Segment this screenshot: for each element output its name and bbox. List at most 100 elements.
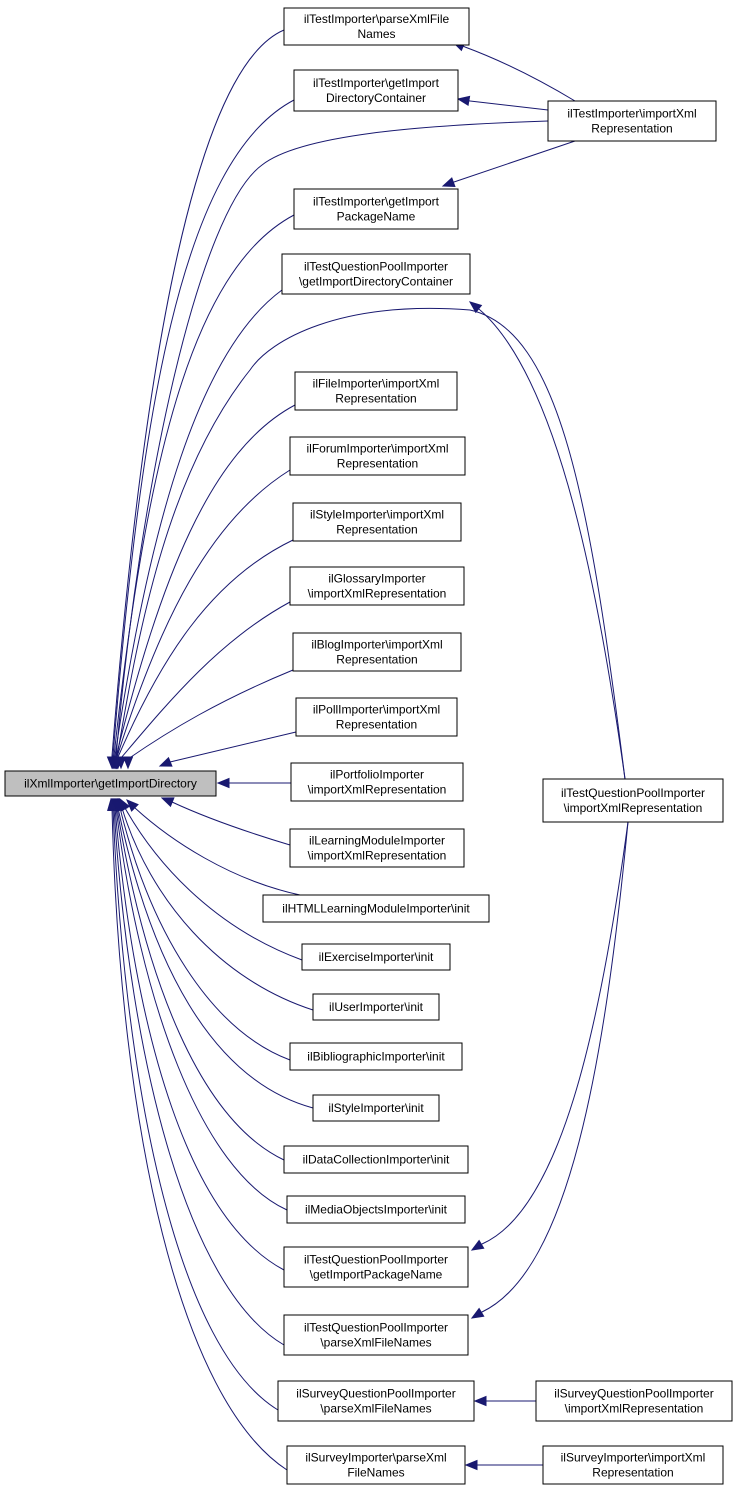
node-label-line: ilSurveyImporter\importXml <box>561 1451 706 1465</box>
node-box <box>535 1380 733 1422</box>
node-label-line: \parseXmlFileNames <box>320 1336 431 1350</box>
edge-blog_imp-to-root <box>122 669 294 770</box>
node-box <box>290 762 464 802</box>
edge-line <box>119 807 291 1061</box>
node-lm-imp[interactable]: ilLearningModuleImporter\importXmlRepres… <box>289 828 465 868</box>
node-label-line: Representation <box>591 122 672 136</box>
node-box <box>283 7 470 46</box>
edge-tqp_imp-to-tqp_getpkg <box>470 821 629 1251</box>
edge-line <box>112 99 295 757</box>
node-box <box>4 770 217 797</box>
node-label-line: \importXmlRepresentation <box>308 849 447 863</box>
edge-tqp_imp-to-root <box>111 307 626 780</box>
node-box <box>294 371 458 411</box>
node-label-line: ilTestQuestionPoolImporter <box>561 786 705 800</box>
edge-line <box>121 807 314 1011</box>
edge-file_imp-to-root <box>110 404 296 770</box>
node-ex-init[interactable]: ilExerciseImporter\init <box>301 943 451 971</box>
node-poll-imp[interactable]: ilPollImporter\importXmlRepresentation <box>295 697 458 737</box>
node-tqp-parse[interactable]: ilTestQuestionPoolImporter\parseXmlFileN… <box>283 1314 469 1356</box>
node-label-line: \parseXmlFileNames <box>320 1402 431 1416</box>
node-label-line: ilTestQuestionPoolImporter <box>304 1321 448 1335</box>
node-label-line: ilStyleImporter\importXml <box>310 508 444 522</box>
edge-bib_init-to-root <box>115 797 291 1061</box>
edge-sqp_parse-to-root <box>108 797 279 1411</box>
node-forum-imp[interactable]: ilForumImporter\importXmlRepresentation <box>289 436 466 476</box>
arrowhead <box>216 777 230 789</box>
edge-line <box>117 539 294 758</box>
node-box <box>542 1445 724 1485</box>
node-style-init[interactable]: ilStyleImporter\init <box>312 1094 440 1122</box>
edge-line <box>134 807 301 896</box>
edge-line <box>464 46 576 102</box>
node-label-line: Representation <box>592 1466 673 1480</box>
edge-mo_init-to-root <box>111 797 288 1211</box>
node-box <box>289 828 465 868</box>
node-getpkg-test[interactable]: ilTestImporter\getImportPackageName <box>293 188 459 230</box>
node-root[interactable]: ilXmlImporter\getImportDirectory <box>4 770 217 797</box>
node-label-line: ilTestImporter\parseXmlFile <box>304 12 450 26</box>
node-gloss-imp[interactable]: ilGlossaryImporter\importXmlRepresentati… <box>289 566 465 606</box>
edge-line <box>111 29 285 757</box>
arrowhead <box>456 95 471 107</box>
node-html-init[interactable]: ilHTMLLearningModuleImporter\init <box>262 894 490 923</box>
edge-line <box>115 404 296 758</box>
node-tqp-imp[interactable]: ilTestQuestionPoolImporter\importXmlRepr… <box>542 778 724 823</box>
node-label-line: ilPollImporter\importXml <box>313 703 440 717</box>
node-box <box>312 1094 440 1122</box>
edge-port_imp-to-root <box>216 777 291 789</box>
node-box <box>312 993 440 1021</box>
arrowhead <box>468 301 483 314</box>
edge-lm_imp-to-root <box>160 797 291 846</box>
node-box <box>289 436 466 476</box>
node-box <box>295 697 458 737</box>
edge-tqp_imp-to-tqp_getdir <box>468 301 626 780</box>
node-sqp-imp[interactable]: ilSurveyQuestionPoolImporter\importXmlRe… <box>535 1380 733 1422</box>
arrowhead <box>111 756 123 770</box>
node-label-line: ilMediaObjectsImporter\init <box>305 1203 448 1217</box>
node-blog-imp[interactable]: ilBlogImporter\importXmlRepresentation <box>292 632 462 672</box>
node-dc-init[interactable]: ilDataCollectionImporter\init <box>283 1145 469 1174</box>
node-user-init[interactable]: ilUserImporter\init <box>312 993 440 1021</box>
node-label-line: Representation <box>336 718 417 732</box>
node-label-line: ilTestQuestionPoolImporter <box>304 260 448 274</box>
node-style-imp[interactable]: ilStyleImporter\importXmlRepresentation <box>292 502 462 542</box>
node-parse-test[interactable]: ilTestImporter\parseXmlFileNames <box>283 7 470 46</box>
node-bib-init[interactable]: ilBibliographicImporter\init <box>289 1042 463 1071</box>
node-box <box>289 566 465 606</box>
node-box <box>289 1042 463 1071</box>
edge-line <box>469 100 549 111</box>
edge-line <box>481 821 629 1245</box>
edge-line <box>116 307 626 780</box>
node-box <box>286 1195 466 1224</box>
node-tqp-getpkg[interactable]: ilTestQuestionPoolImporter\getImportPack… <box>283 1246 469 1288</box>
edge-line <box>481 821 629 1313</box>
node-label-line: ilXmlImporter\getImportDirectory <box>24 777 197 791</box>
node-getdir-test[interactable]: ilTestImporter\getImportDirectoryContain… <box>293 69 459 112</box>
node-label-line: Representation <box>336 523 417 537</box>
node-box <box>301 943 451 971</box>
edge-poll_imp-to-root <box>158 731 297 767</box>
arrowhead <box>107 797 118 811</box>
node-svy-imp[interactable]: ilSurveyImporter\importXmlRepresentation <box>542 1445 724 1485</box>
arrowhead <box>441 177 456 188</box>
node-label-line: ilDataCollectionImporter\init <box>303 1153 450 1167</box>
node-mo-init[interactable]: ilMediaObjectsImporter\init <box>286 1195 466 1224</box>
node-label-line: ilTestImporter\getImport <box>313 195 440 209</box>
node-label-line: ilTestImporter\importXml <box>567 107 696 121</box>
node-file-imp[interactable]: ilFileImporter\importXmlRepresentation <box>294 371 458 411</box>
node-label-line: PackageName <box>337 210 416 224</box>
edge-line <box>453 140 576 183</box>
node-svy-parse[interactable]: ilSurveyImporter\parseXmlFileNames <box>286 1445 466 1485</box>
node-test-imp[interactable]: ilTestImporter\importXmlRepresentation <box>547 100 717 142</box>
node-box <box>262 894 490 923</box>
node-tqp-getdir[interactable]: ilTestQuestionPoolImporter\getImportDire… <box>281 253 471 295</box>
edge-style_init-to-root <box>113 797 314 1109</box>
edge-line <box>115 807 288 1211</box>
node-sqp-parse[interactable]: ilSurveyQuestionPoolImporter\parseXmlFil… <box>277 1380 475 1422</box>
node-port-imp[interactable]: ilPortfolioImporter\importXmlRepresentat… <box>290 762 464 802</box>
node-label-line: ilExerciseImporter\init <box>319 950 434 964</box>
node-label-line: ilPortfolioImporter <box>330 768 424 782</box>
nodes-layer: ilXmlImporter\getImportDirectory ilTestIm… <box>4 7 733 1485</box>
node-label-line: ilFileImporter\importXml <box>313 377 440 391</box>
